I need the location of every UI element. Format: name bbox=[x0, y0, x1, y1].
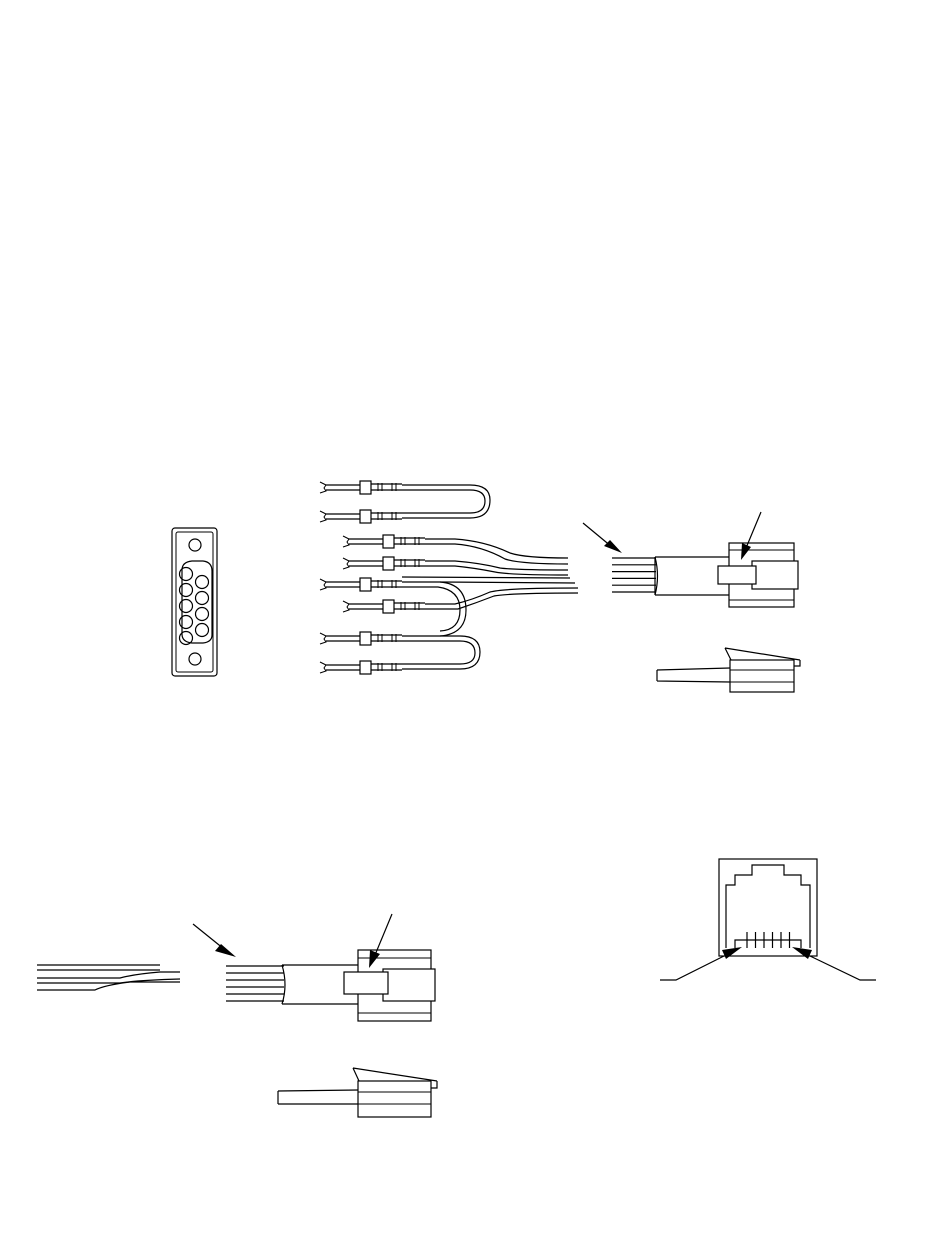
db9-pins bbox=[180, 568, 209, 645]
rj-plug-side-view-icon bbox=[278, 1068, 437, 1117]
plug-latch bbox=[718, 566, 756, 584]
crimp-pin bbox=[320, 481, 402, 494]
wire-fan-3b bbox=[440, 582, 575, 583]
crimp-pin bbox=[320, 632, 402, 645]
rj-plug-side-view-icon bbox=[657, 648, 800, 692]
wire-fan-4b bbox=[425, 593, 578, 609]
callout-arrow-plug2 bbox=[375, 914, 392, 955]
plug-tab bbox=[752, 561, 798, 589]
jack-opening bbox=[726, 865, 810, 948]
crimp-pin-wire-bundle-icon bbox=[320, 481, 578, 674]
crimp-pin bbox=[320, 578, 402, 591]
cable-loose-wires bbox=[37, 965, 180, 990]
side-plug-body bbox=[730, 660, 794, 692]
wire-fan-4a bbox=[425, 588, 578, 604]
wire-loop-upper-inner bbox=[402, 490, 485, 513]
db9-pin bbox=[196, 592, 209, 605]
mounting-hole-top bbox=[189, 539, 201, 551]
flat-cable-with-plug-icon bbox=[37, 914, 435, 1021]
rj-modular-plug-icon bbox=[583, 512, 798, 607]
side-cable bbox=[657, 668, 730, 682]
jack-housing bbox=[719, 859, 817, 956]
jack-callout-left bbox=[660, 956, 724, 980]
db9-pin bbox=[180, 632, 193, 645]
plug2-latch bbox=[344, 972, 388, 994]
arrowhead-cable2 bbox=[215, 944, 236, 957]
db9-pin bbox=[196, 576, 209, 589]
wire-loop-lower-inner bbox=[402, 641, 475, 664]
jack-arrowhead-left bbox=[722, 947, 742, 959]
mounting-hole-bottom bbox=[189, 653, 201, 665]
crimp-pin bbox=[320, 661, 402, 674]
plug2-conductors bbox=[226, 966, 284, 1001]
db9-pin bbox=[196, 624, 209, 637]
crimp-pin bbox=[343, 600, 425, 613]
crimp-pin bbox=[343, 557, 425, 570]
side2-plug-body bbox=[358, 1081, 431, 1117]
crimp-pin bbox=[320, 510, 402, 523]
jack-callout-right bbox=[810, 956, 876, 980]
db9-pin bbox=[196, 608, 209, 621]
wire-fan-3a bbox=[402, 577, 570, 578]
jack-arrowhead-right bbox=[792, 947, 812, 959]
plug1-conductors bbox=[612, 558, 656, 592]
rj-jack-front-view-icon bbox=[660, 859, 876, 980]
cable2-jacket-end bbox=[282, 965, 285, 1004]
crimp-pin bbox=[343, 535, 425, 548]
plug2-tab bbox=[383, 969, 435, 1001]
db9-connector-icon bbox=[172, 528, 217, 676]
side2-cable bbox=[278, 1090, 358, 1104]
jack-contact-bed bbox=[735, 940, 801, 948]
callout-arrow-cable2 bbox=[193, 924, 224, 949]
